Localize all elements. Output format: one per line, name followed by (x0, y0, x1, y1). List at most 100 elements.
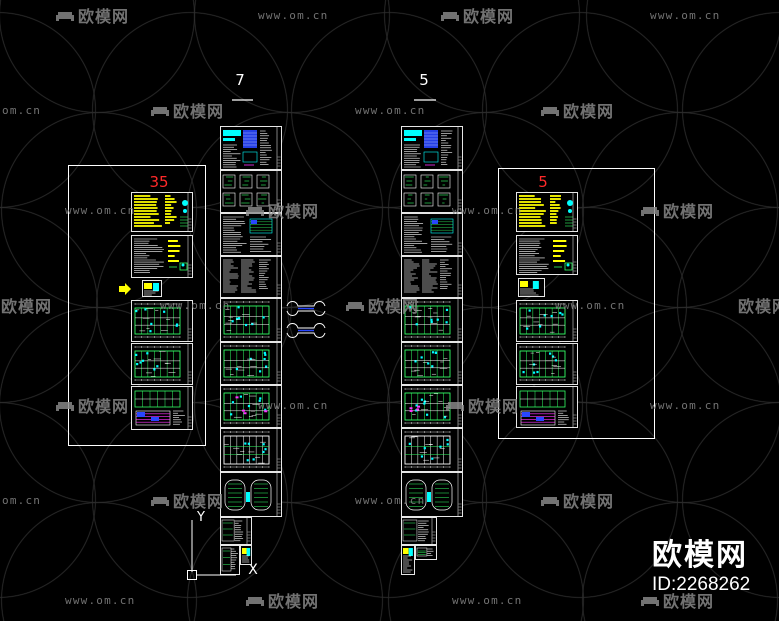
drawing-sheet[interactable] (516, 235, 578, 275)
cyan-block (246, 548, 251, 556)
symbol-dot (181, 263, 185, 267)
plan-column (237, 306, 240, 309)
drawing-sheet[interactable] (220, 517, 252, 545)
symbol-dot (182, 200, 188, 206)
drawing-sheet[interactable] (401, 342, 463, 385)
break-line-icon (286, 301, 326, 316)
plan-outline (223, 435, 270, 465)
plan-column (538, 325, 542, 328)
drawing-sheet[interactable] (131, 192, 193, 232)
drawing-sheet[interactable] (401, 298, 463, 342)
plan-outline (223, 305, 270, 335)
drawing-sheet[interactable] (142, 280, 162, 297)
detail-box (239, 192, 253, 207)
drawing-sheet[interactable] (401, 170, 463, 213)
schedule-table (520, 410, 556, 426)
drawing-sheet[interactable] (220, 545, 240, 575)
plan-column (153, 368, 156, 371)
sheet-frame (401, 517, 437, 545)
plan-column (259, 370, 262, 373)
drawing-sheet[interactable] (401, 428, 463, 472)
left-group-frame[interactable] (68, 165, 206, 446)
plan-column (156, 365, 159, 368)
yellow-block (168, 260, 179, 262)
plan-column (408, 442, 411, 445)
plan-highlight (409, 407, 413, 410)
drawing-sheet[interactable] (131, 343, 193, 385)
drawing-sheet[interactable] (516, 343, 578, 385)
detail-box (221, 547, 232, 572)
plan-column (135, 353, 138, 356)
brand-stamp: 欧模网 ID:2268262 (652, 538, 762, 596)
yellow-block (553, 245, 567, 247)
plan-column (554, 359, 558, 362)
drawing-sheet[interactable] (401, 545, 415, 575)
left-group-count-label: 35 (149, 173, 168, 191)
sheet-frame (240, 545, 252, 565)
plan-column (136, 363, 139, 366)
drawing-sheet[interactable] (220, 472, 282, 517)
sheet-frame (401, 170, 463, 213)
drawing-sheet[interactable] (415, 545, 437, 560)
symbol-dot (567, 200, 573, 206)
drawing-sheet[interactable] (516, 192, 578, 232)
drawing-sheet[interactable] (220, 256, 282, 298)
drawing-sheets[interactable] (131, 126, 578, 575)
tower-outline (250, 479, 272, 511)
plan-column (427, 362, 430, 365)
schedule-table (430, 218, 454, 234)
drawing-sheet[interactable] (240, 545, 252, 565)
drawing-sheet[interactable] (220, 298, 282, 342)
drawing-sheet[interactable] (401, 472, 463, 517)
plan-column (414, 360, 417, 363)
drawing-sheet[interactable] (220, 170, 282, 213)
drawing-sheet[interactable] (131, 386, 193, 430)
detail-box (420, 192, 434, 207)
plan-column (175, 323, 179, 326)
schedule-cell (536, 417, 544, 421)
yellow-block (553, 255, 561, 257)
drawing-sheet[interactable] (516, 300, 578, 342)
plan-column (244, 442, 247, 445)
right-group-frame[interactable] (498, 168, 655, 439)
ucs-y-label: Y (196, 510, 205, 525)
drawing-sheet[interactable] (131, 235, 193, 278)
plan-highlight (242, 409, 246, 412)
drawing-sheet[interactable] (220, 428, 282, 472)
plan-column (259, 397, 262, 400)
cover-legend-box (242, 151, 258, 163)
sheet-frame (401, 385, 463, 428)
plan-highlight (243, 412, 247, 415)
plan-column (150, 322, 153, 326)
stamp-id-text: ID:2268262 (652, 574, 751, 595)
drawing-sheet[interactable] (401, 213, 463, 256)
drawing-sheet[interactable] (401, 126, 463, 170)
drawing-sheet[interactable] (518, 278, 545, 297)
symbol-dot (568, 209, 572, 213)
drawing-sheet[interactable] (220, 213, 282, 256)
stamp-brand-text: 欧模网 (652, 538, 748, 573)
drawing-sheet[interactable] (131, 300, 193, 342)
arrow-marker-icon (119, 283, 131, 295)
drawing-sheet[interactable] (401, 256, 463, 298)
plan-column (238, 317, 241, 320)
drawing-sheet[interactable] (220, 385, 282, 428)
drawing-sheet[interactable] (401, 385, 463, 428)
plan-highlight (416, 408, 420, 411)
plan-column (264, 353, 267, 356)
detail-box (402, 519, 418, 542)
plan-column (144, 308, 147, 311)
drawing-sheet[interactable] (220, 342, 282, 385)
plan-column (550, 314, 553, 318)
link-core (246, 492, 250, 502)
sheet-frame (401, 342, 463, 385)
drawing-sheet[interactable] (401, 517, 437, 545)
drawing-sheet[interactable] (220, 126, 282, 170)
drawing-sheet[interactable] (516, 386, 578, 428)
plan-column (264, 408, 267, 411)
schedule-cell (522, 412, 530, 417)
sheet-frame (516, 300, 578, 342)
plan-column (528, 309, 531, 312)
